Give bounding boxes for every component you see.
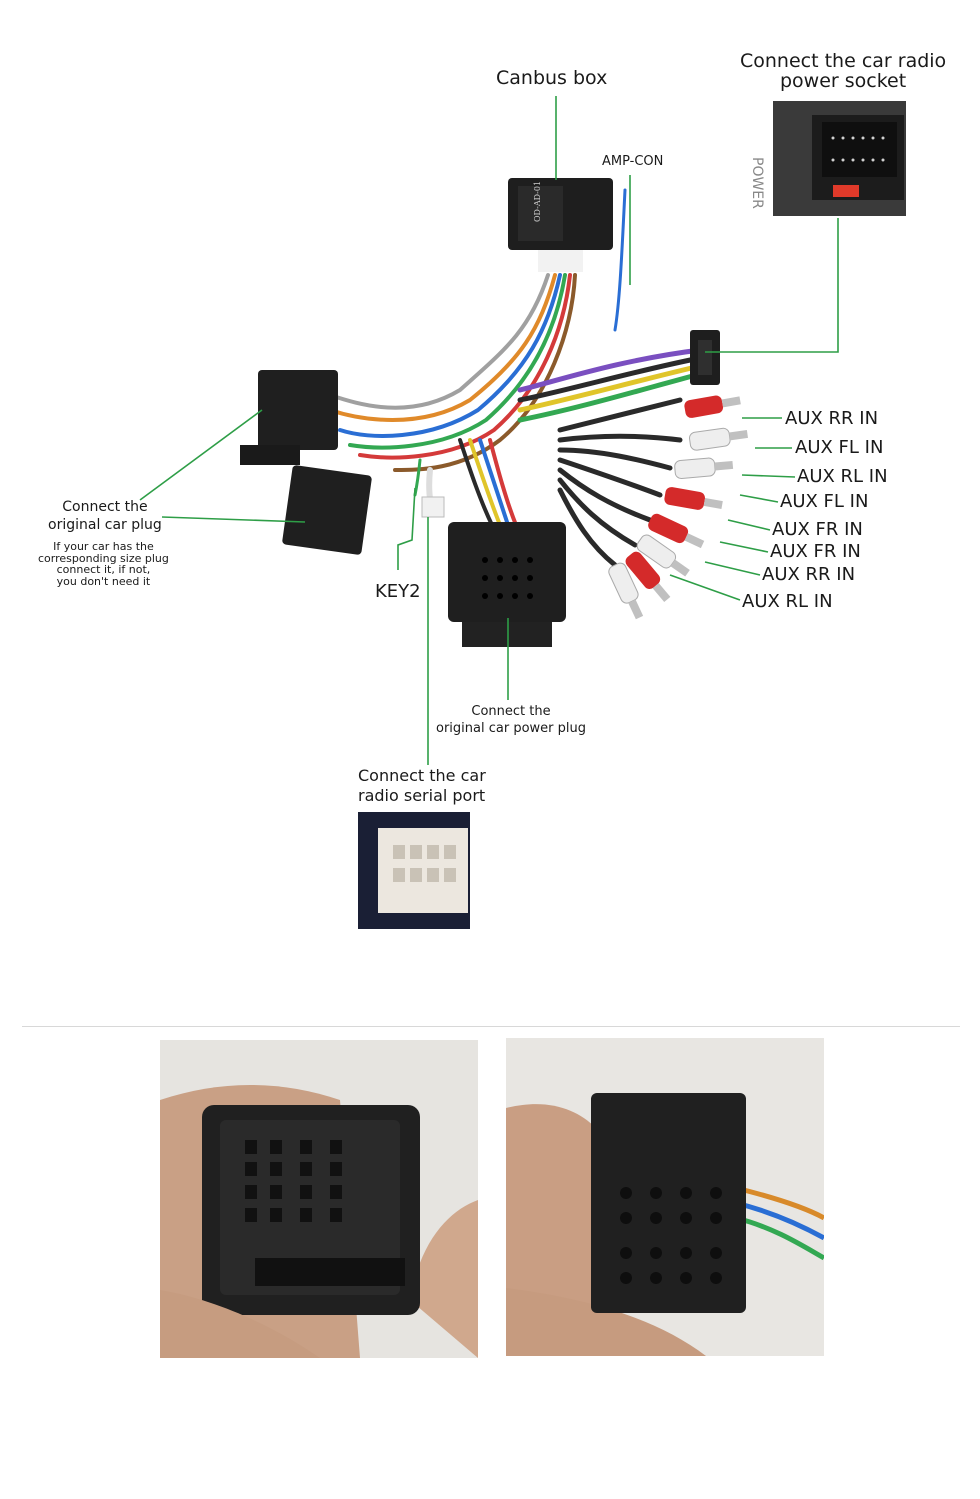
power-socket-inset: POWER [749, 101, 906, 216]
original-car-plug-label: Connect the original car plug [48, 499, 162, 533]
serial-port-connector [421, 496, 445, 518]
power-plug-front-photo [160, 1040, 478, 1358]
canbus-model-text: OD-AD-01 [533, 181, 542, 222]
power-socket-label: Connect the car radio power socket [740, 50, 947, 92]
rca-plugs [608, 395, 748, 620]
pointer-lines [139, 96, 839, 765]
aux-label: AUX RL IN [742, 591, 833, 612]
aux-label: AUX RR IN [762, 564, 856, 585]
power-connector [690, 330, 720, 385]
power-plug-label: Connect the original car power plug [436, 704, 586, 736]
wire-bundle [328, 188, 703, 568]
section-divider [22, 1026, 960, 1027]
aux-label: AUX FR IN [772, 519, 863, 540]
aux-label: AUX FR IN [770, 541, 861, 562]
original-car-plug-upper [240, 370, 338, 465]
canbus-box-label: Canbus box [496, 67, 608, 89]
serial-port-label: Connect the car radio serial port [358, 766, 486, 805]
aux-label: AUX FL IN [780, 491, 869, 512]
aux-label: AUX RR IN [785, 408, 879, 429]
power-mark-text: POWER [749, 157, 765, 209]
wiring-harness-diagram: OD-AD-01 [139, 96, 906, 929]
serial-port-inset [358, 812, 470, 929]
aux-label: AUX RL IN [797, 466, 888, 487]
original-car-plug-lower [282, 465, 372, 555]
original-power-plug [448, 522, 566, 647]
car-plug-front-photo [506, 1038, 824, 1356]
original-car-plug-note: If your car has the corresponding size p… [38, 540, 169, 588]
aux-label: AUX FL IN [795, 437, 884, 458]
canbus-box: OD-AD-01 [508, 178, 613, 272]
amp-con-label: AMP-CON [602, 154, 664, 169]
key2-label: KEY2 [375, 581, 421, 602]
